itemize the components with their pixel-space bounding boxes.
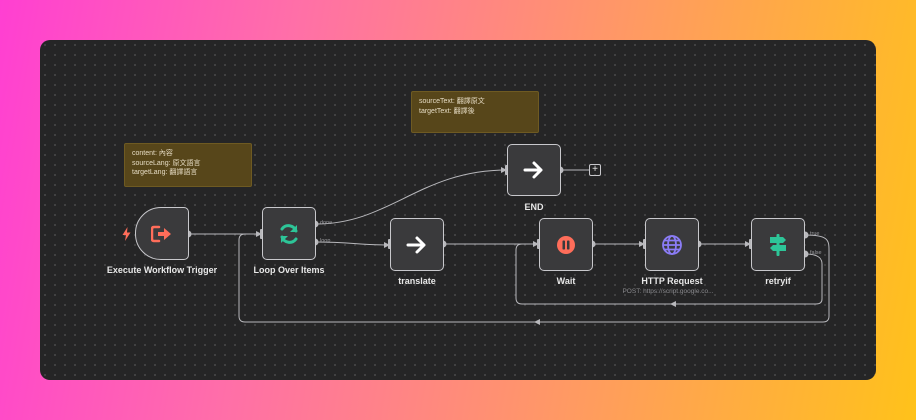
sticky-note-input-fields[interactable]: content: 內容 sourceLang: 原文語言 targetLang:…: [124, 143, 252, 187]
globe-icon: [662, 234, 682, 255]
node-label-translate: translate: [398, 276, 436, 286]
port-label-true: true: [810, 231, 820, 237]
sticky-line: targetText: 翻譯後: [419, 107, 475, 115]
node-retryif[interactable]: [751, 218, 805, 271]
node-loop-over-items[interactable]: [262, 207, 316, 260]
pause-icon: [557, 235, 575, 254]
node-label-wait: Wait: [556, 276, 576, 286]
node-label-end: END: [524, 202, 544, 212]
node-end[interactable]: [507, 144, 561, 196]
port-label-false: false: [810, 250, 822, 256]
arrow-right-icon: [406, 236, 426, 253]
sticky-note-translation-fields[interactable]: sourceText: 翻譯原文 targetText: 翻譯後: [411, 91, 539, 133]
port-label-done: done: [320, 220, 333, 226]
node-label-retryif: retryif: [765, 276, 791, 286]
sticky-line: content: 內容: [132, 150, 173, 157]
sign-out-icon: [151, 225, 171, 242]
node-label-http: HTTP Request: [641, 276, 703, 286]
sticky-line: targetLang: 翻譯語言: [132, 169, 198, 176]
port-label-loop: loop: [320, 238, 331, 244]
node-http-request[interactable]: [645, 218, 699, 271]
node-subtitle-http: POST: https://script.google.co...: [622, 288, 714, 295]
arrow-right-icon: [523, 161, 543, 179]
signpost-icon: [770, 233, 786, 256]
add-node-button[interactable]: +: [589, 164, 601, 176]
sticky-line: sourceText: 翻譯原文: [419, 98, 485, 105]
node-translate[interactable]: [390, 218, 444, 271]
node-wait[interactable]: [539, 218, 593, 271]
trigger-bolt-icon: [122, 227, 131, 241]
sticky-line: sourceLang: 原文語言: [132, 159, 201, 167]
node-label-trigger: Execute Workflow Trigger: [106, 265, 218, 275]
refresh-icon: [280, 223, 298, 244]
node-label-loop: Loop Over Items: [253, 265, 325, 275]
node-execute-workflow-trigger[interactable]: [135, 207, 189, 260]
